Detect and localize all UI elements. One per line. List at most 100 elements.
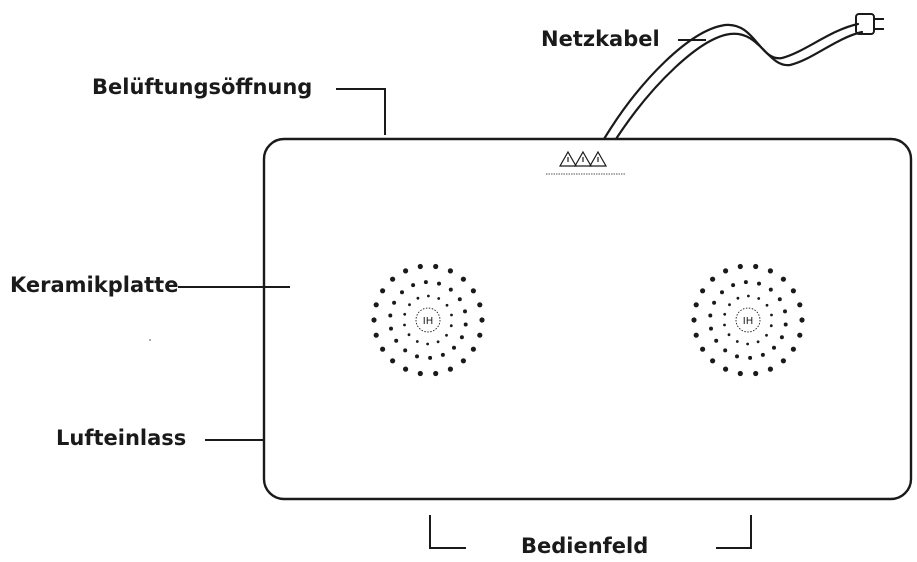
zone-dot <box>450 313 453 317</box>
zone-dot <box>797 332 803 338</box>
label-lufteinlass: Lufteinlass <box>56 426 187 450</box>
zone-dot <box>416 296 420 300</box>
zone-dot <box>753 263 759 270</box>
zone-dot <box>714 338 719 343</box>
zone-dot <box>479 317 485 323</box>
bracket-left <box>429 515 466 549</box>
cooking-zone-right: IH <box>691 263 805 377</box>
zone-dot <box>457 297 462 302</box>
zone-dot <box>723 268 729 274</box>
zone-dot <box>737 370 743 377</box>
zone-dot <box>470 346 476 352</box>
label-beluftungsoffnung: Belüftungsöffnung <box>92 75 313 99</box>
zone-dot <box>727 333 731 337</box>
zone-dot <box>440 352 445 357</box>
cooktop-body <box>262 137 913 501</box>
zone-dot <box>448 287 453 292</box>
zone-dot <box>371 317 377 323</box>
zone-dot <box>735 340 739 343</box>
zone-dot <box>403 323 406 327</box>
zone-dot <box>757 281 761 286</box>
zone-dot <box>797 302 803 308</box>
zone-dot <box>411 283 416 288</box>
cooking-zone-left: IH <box>371 263 485 377</box>
zone-dot <box>390 276 396 282</box>
power-cord <box>602 22 864 141</box>
zone-dot <box>415 340 419 343</box>
zone-dot <box>452 345 456 350</box>
zone-dot <box>728 303 731 307</box>
label-keramikplatte: Keramikplatte <box>10 273 179 297</box>
zone-dot <box>780 358 787 364</box>
zone-dot <box>392 300 397 305</box>
zone-dot <box>423 280 428 285</box>
zone-dot <box>723 366 729 372</box>
zone-dot <box>373 332 379 338</box>
zone-dot <box>723 312 727 316</box>
zone-center-ring <box>735 307 761 333</box>
zone-dot <box>747 294 750 298</box>
zone-dot <box>380 288 386 294</box>
zone-dot <box>736 296 740 300</box>
zone-dot <box>477 302 483 308</box>
zone-dot <box>388 313 393 318</box>
zone-dot <box>380 346 386 352</box>
zone-dot <box>710 276 716 282</box>
zone-dot <box>447 268 453 274</box>
zone-dot <box>436 340 440 344</box>
zone-dot <box>790 346 797 352</box>
zone-dot <box>470 288 476 294</box>
zone-dot <box>757 297 761 300</box>
zone-dot <box>407 333 411 337</box>
zone-dot <box>433 263 439 270</box>
stray-mark <box>149 339 151 341</box>
zone-dot <box>799 317 805 323</box>
zone-dot <box>408 303 411 307</box>
zone-dot <box>437 281 441 286</box>
zone-dot <box>777 297 782 302</box>
zone-dot <box>737 263 743 270</box>
zone-dot <box>790 288 797 294</box>
zone-dot <box>463 322 468 327</box>
zone-center-ring <box>415 307 441 333</box>
zone-dot <box>708 313 713 318</box>
zone-dot <box>767 268 774 274</box>
zone-dot <box>447 366 453 372</box>
zone-dot <box>720 290 724 295</box>
bracket-right <box>716 515 752 549</box>
zone-dot <box>463 309 467 314</box>
zone-dot <box>783 322 788 327</box>
zone-dot <box>770 313 773 317</box>
zone-dot <box>426 342 429 346</box>
zone-dot <box>748 355 753 360</box>
zone-ih-mark: IH <box>423 316 433 327</box>
zone-dot <box>449 324 453 328</box>
zone-dot <box>691 317 697 323</box>
zone-dot <box>477 332 483 338</box>
label-netzkabel: Netzkabel <box>541 27 660 51</box>
zone-dot <box>437 297 441 300</box>
zone-dot <box>767 366 774 372</box>
zone-dot <box>403 268 409 274</box>
zone-dot <box>403 348 408 353</box>
zone-dot <box>772 345 776 350</box>
plug-icon <box>855 13 884 35</box>
zone-dot <box>460 358 466 364</box>
zone-dot <box>459 335 464 340</box>
zone-dot <box>433 370 439 377</box>
zone-dot <box>746 342 749 346</box>
zone-dot <box>731 283 736 288</box>
zone-dot <box>403 366 409 372</box>
zone-dot <box>415 354 419 359</box>
zone-dot <box>394 338 399 343</box>
zone-dot <box>700 346 706 352</box>
zone-dot <box>765 333 768 337</box>
zone-dot <box>693 332 699 338</box>
zone-dot <box>445 303 449 307</box>
zone-dot <box>710 358 716 364</box>
zone-dot <box>390 358 396 364</box>
zone-dot <box>712 300 717 305</box>
zone-dot <box>445 333 448 337</box>
zone-dot <box>400 290 404 295</box>
